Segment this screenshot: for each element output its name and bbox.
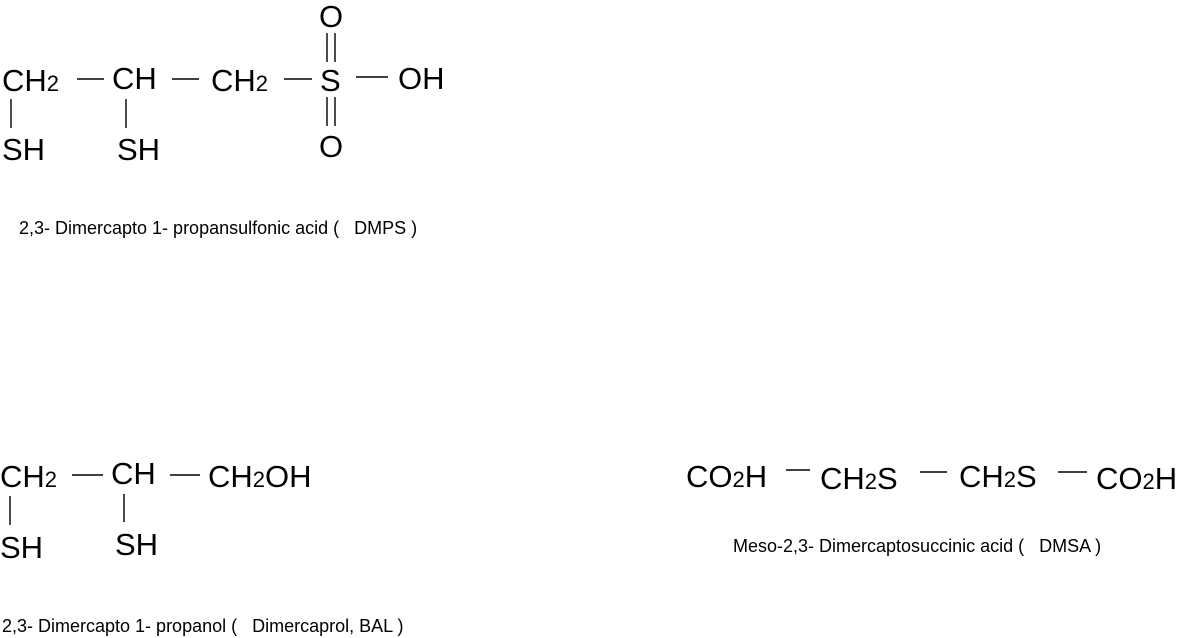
- dmsa-co2h-b: CO2H: [1096, 461, 1177, 496]
- dmps-ch2-b: CH2: [211, 63, 268, 98]
- bal-caption: 2,3- Dimercapto 1- propanol ( Dimercapro…: [2, 616, 403, 636]
- dmps-ch2-a: CH2: [2, 63, 59, 98]
- dmps-ch: CH: [112, 61, 157, 96]
- bal-ch2oh: CH2OH: [208, 459, 312, 494]
- dmps-sh-1: SH: [2, 132, 45, 167]
- bal-ch: CH: [111, 456, 156, 491]
- dmsa-co2h-a: CO2H: [686, 459, 767, 494]
- bal-sh-2: SH: [115, 527, 158, 562]
- dmsa-structure: CO2H CH2S CH2S CO2H Meso-2,3- Dimercapto…: [686, 459, 1177, 556]
- dmps-caption: 2,3- Dimercapto 1- propansulfonic acid (…: [19, 218, 417, 238]
- dmsa-ch2s-b: CH2S: [959, 459, 1037, 494]
- bal-ch2-a: CH2: [0, 459, 57, 494]
- bal-structure: CH2 CH CH2OH SH SH 2,3- Dimercapto 1- pr…: [0, 456, 403, 636]
- dmps-structure: CH2 CH CH2 S OH O O SH SH 2,3- Dimercapt…: [2, 0, 445, 238]
- dmps-o-bottom: O: [319, 129, 343, 164]
- dmsa-caption: Meso-2,3- Dimercaptosuccinic acid ( DMSA…: [733, 536, 1101, 556]
- dmps-sh-2: SH: [117, 132, 160, 167]
- dmps-oh: OH: [398, 61, 445, 96]
- bal-sh-1: SH: [0, 530, 43, 565]
- dmsa-ch2s-a: CH2S: [820, 461, 898, 496]
- dmps-o-top: O: [319, 0, 343, 34]
- dmps-s: S: [320, 63, 341, 98]
